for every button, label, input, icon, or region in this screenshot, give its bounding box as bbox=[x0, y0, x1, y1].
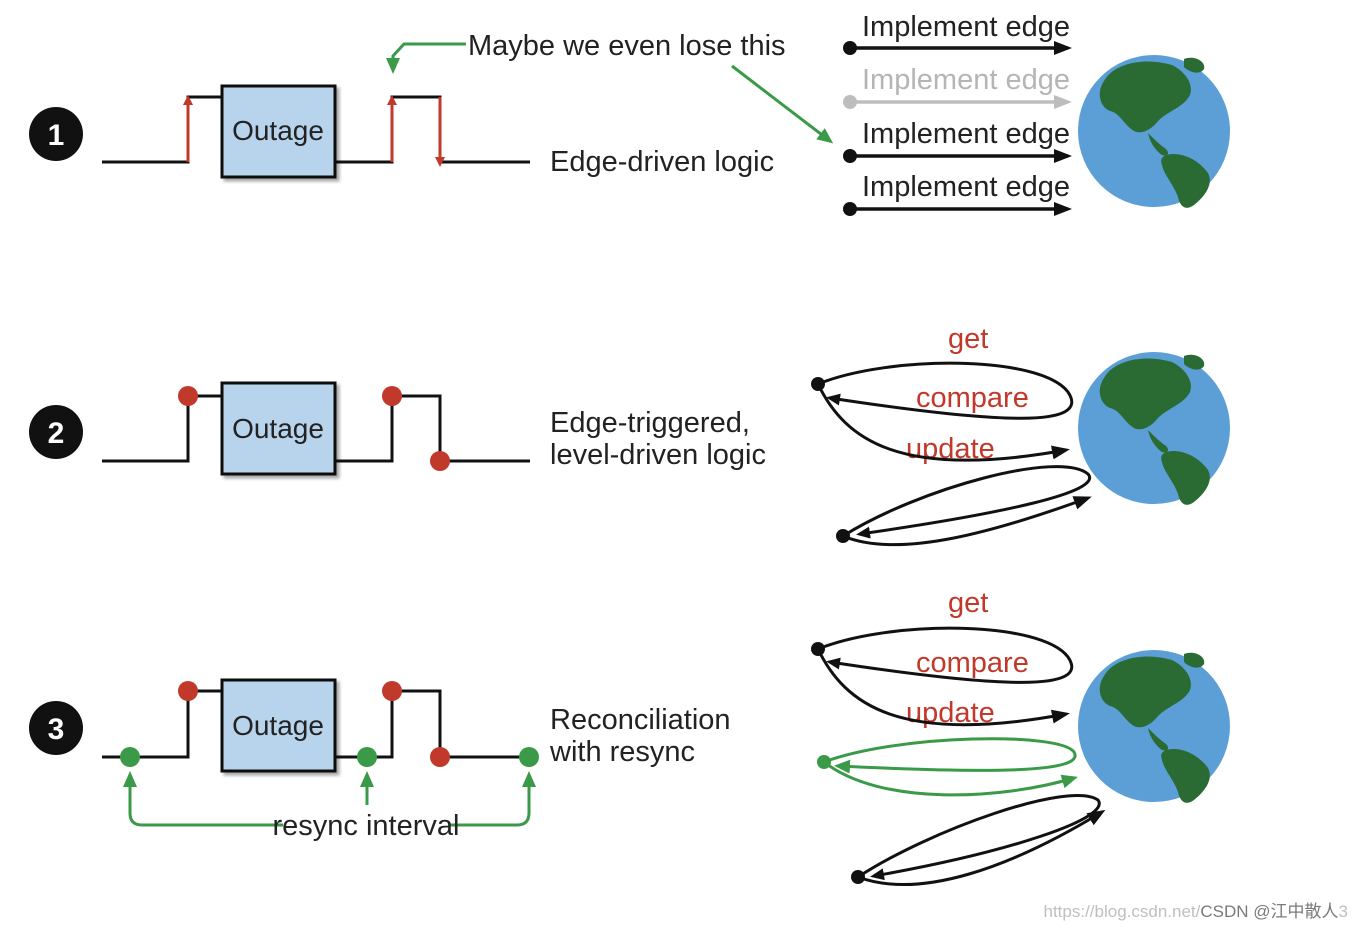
logic-label: with resync bbox=[549, 736, 695, 768]
implement-edge-arrow: Implement edge bbox=[843, 171, 1072, 216]
logic-label: level-driven logic bbox=[550, 439, 766, 471]
row-number: 1 bbox=[48, 119, 65, 152]
resync-dot bbox=[519, 747, 539, 767]
watermark: https://blog.csdn.net/CSDN @江中散人3 bbox=[1043, 897, 1348, 922]
edge-trigger-dot bbox=[430, 451, 450, 471]
globe-icon bbox=[1078, 352, 1230, 505]
outage-label: Outage bbox=[232, 413, 324, 444]
compare-label: compare bbox=[916, 647, 1029, 679]
globe-icon bbox=[1078, 650, 1230, 803]
globe-land bbox=[1148, 430, 1169, 453]
globe-icon bbox=[1078, 55, 1230, 208]
edge-trigger-dot bbox=[178, 386, 198, 406]
control-loop: get compare update bbox=[811, 587, 1106, 887]
get-label: get bbox=[948, 587, 988, 619]
resync-interval-label: resync interval bbox=[273, 810, 460, 842]
signal-line bbox=[102, 394, 222, 463]
row-number: 3 bbox=[48, 713, 65, 746]
globe-land bbox=[1161, 748, 1210, 803]
signal-line bbox=[335, 689, 530, 759]
globe-land bbox=[1099, 656, 1191, 728]
edge-trigger-dot bbox=[382, 681, 402, 701]
signal-line bbox=[335, 95, 530, 164]
implement-edge-arrow: Implement edge bbox=[843, 11, 1072, 55]
logic-label: Edge-triggered, bbox=[550, 407, 750, 439]
control-loop: get compare update bbox=[811, 323, 1092, 547]
globe-land bbox=[1099, 61, 1191, 133]
logic-label: Edge-driven logic bbox=[550, 146, 774, 178]
globe-land bbox=[1099, 358, 1191, 430]
implement-edge-label: Implement edge bbox=[862, 11, 1070, 43]
row-2: 2 Outage Edge-triggered, level-driven lo… bbox=[29, 323, 1230, 547]
signal-line bbox=[102, 689, 222, 759]
resync-dot bbox=[120, 747, 140, 767]
outage-box bbox=[220, 678, 337, 773]
watermark-brand: CSDN @江中散人 bbox=[1200, 902, 1339, 921]
globe-land bbox=[1148, 133, 1169, 156]
implement-edge-label: Implement edge bbox=[862, 171, 1070, 203]
signal-line bbox=[102, 95, 222, 164]
globe-land bbox=[1161, 153, 1210, 208]
globe-land bbox=[1184, 354, 1205, 370]
outage-label: Outage bbox=[232, 115, 324, 146]
row-number: 2 bbox=[48, 417, 65, 450]
row-1: 1 Outage Maybe we even lose this Edge-dr… bbox=[29, 11, 1230, 216]
note-label: Maybe we even lose this bbox=[468, 30, 786, 62]
resync-interval-bracket: resync interval bbox=[123, 771, 536, 842]
get-label: get bbox=[948, 323, 988, 355]
note-arrow-left bbox=[386, 42, 466, 74]
globe-land bbox=[1184, 652, 1205, 668]
edge-trigger-dot bbox=[430, 747, 450, 767]
resync-dot bbox=[357, 747, 377, 767]
outage-box bbox=[220, 84, 337, 179]
row-number-badge: 2 bbox=[29, 405, 83, 459]
edge-trigger-dot bbox=[382, 386, 402, 406]
note-arrow-right bbox=[731, 64, 834, 144]
globe-land bbox=[1184, 57, 1205, 73]
row-number-badge: 1 bbox=[29, 107, 83, 161]
globe-land bbox=[1161, 450, 1210, 505]
implement-edge-label: Implement edge bbox=[862, 118, 1070, 150]
signal-line bbox=[335, 394, 530, 463]
row-3: 3 Outage resync interval Reconciliation … bbox=[29, 587, 1230, 887]
implement-edge-label: Implement edge bbox=[862, 64, 1070, 96]
compare-label: compare bbox=[916, 382, 1029, 414]
watermark-url: https://blog.csdn.net/ bbox=[1043, 902, 1201, 921]
outage-box bbox=[220, 381, 337, 476]
implement-edge-arrow-faded: Implement edge bbox=[843, 64, 1072, 109]
edge-trigger-dot bbox=[178, 681, 198, 701]
globe-land bbox=[1148, 728, 1169, 751]
row-number-badge: 3 bbox=[29, 701, 83, 755]
implement-edge-arrow: Implement edge bbox=[843, 118, 1072, 163]
outage-label: Outage bbox=[232, 710, 324, 741]
logic-label: Reconciliation bbox=[550, 704, 731, 736]
watermark-tail: 3 bbox=[1338, 902, 1348, 921]
